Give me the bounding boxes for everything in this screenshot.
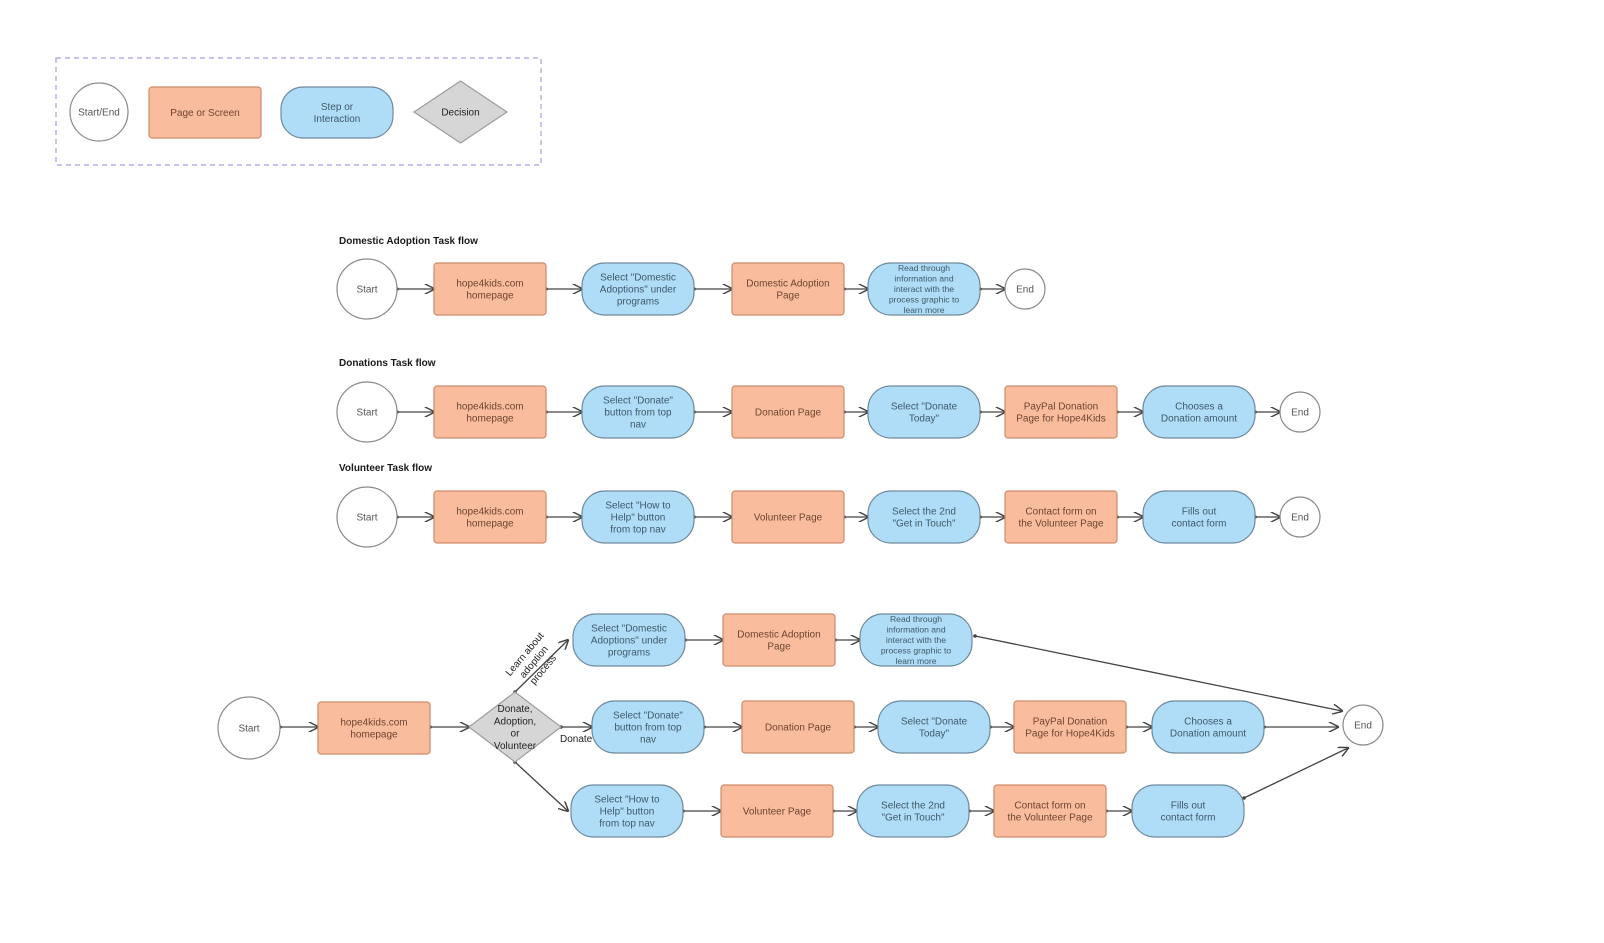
volunteer-node-5-shape [1004, 490, 1118, 544]
adoption-to-end-arrow [974, 635, 1342, 711]
donate-branch-1: Donation Page [765, 723, 832, 734]
domestic-node-0: Start [356, 285, 377, 296]
combined-end-shape [1342, 704, 1384, 746]
volunteer-node-7: End [1291, 513, 1309, 524]
domestic-node-5: End [1016, 285, 1034, 296]
donate-branch-1-shape [741, 700, 855, 754]
branch-label-adoption: Learn aboutadoptionprocess [504, 630, 565, 694]
donations-node-6-shape [1142, 385, 1256, 439]
legend-decision: Decision [441, 108, 479, 119]
domestic-node-1-shape [433, 262, 547, 316]
volunteer-branch-4-shape [1131, 784, 1245, 838]
volunteer-node-4-shape [867, 490, 981, 544]
volunteer-node-3: Volunteer Page [754, 513, 823, 524]
donations-node-5-shape [1004, 385, 1118, 439]
donations-node-7: End [1291, 408, 1309, 419]
branch-arrow-adoption [514, 640, 568, 693]
legend-start-end-shape [69, 82, 129, 142]
donations-node-1-shape [433, 385, 547, 439]
combined-start: Start [238, 724, 259, 735]
volunteer-node-3-shape [731, 490, 845, 544]
donate-branch-4-shape [1151, 700, 1265, 754]
flow-title-domestic: Domestic Adoption Task flow [339, 236, 478, 247]
legend-decision-shape [412, 80, 509, 144]
domestic-node-4-shape [867, 262, 981, 316]
volunteer-node-2-shape [581, 490, 695, 544]
flow-title-donations: Donations Task flow [339, 358, 436, 369]
combined-homepage-shape [317, 701, 431, 755]
donations-node-2-shape [581, 385, 695, 439]
donations-node-0-shape [336, 381, 398, 443]
legend-page: Page or Screen [170, 108, 240, 119]
donations-node-7-shape [1279, 391, 1321, 433]
volunteer-branch-1-shape [720, 784, 834, 838]
volunteer-branch-1: Volunteer Page [743, 807, 812, 818]
domestic-node-0-shape [336, 258, 398, 320]
volunteer-node-6-shape [1142, 490, 1256, 544]
branch-arrow-volunteer [514, 761, 568, 811]
volunteer-node-0-shape [336, 486, 398, 548]
volunteer-node-0: Start [356, 513, 377, 524]
flow-title-volunteer: Volunteer Task flow [339, 463, 432, 474]
legend-start-end: Start/End [78, 108, 120, 119]
donate-branch-0-shape [591, 700, 705, 754]
connector-dot [973, 634, 977, 638]
adoption-branch-2-shape [859, 613, 973, 667]
domestic-node-3-shape [731, 262, 845, 316]
branch-label-donate: Donate [560, 734, 593, 745]
donate-branch-2-shape [877, 700, 991, 754]
volunteer-branch-2: Select the 2nd"Get in Touch" [881, 800, 945, 823]
combined-start-shape [217, 696, 281, 760]
combined-decision-shape [468, 691, 562, 763]
volunteer-node-1-shape [433, 490, 547, 544]
volunteer-to-end-arrow [1243, 748, 1348, 799]
donations-node-3: Donation Page [755, 408, 822, 419]
donations-node-0: Start [356, 408, 377, 419]
donations-node-4-shape [867, 385, 981, 439]
adoption-branch-1-shape [722, 613, 836, 667]
adoption-branch-0-shape [572, 613, 686, 667]
volunteer-node-7-shape [1279, 496, 1321, 538]
volunteer-branch-2-shape [856, 784, 970, 838]
legend-step-shape [280, 86, 394, 139]
donations-node-3-shape [731, 385, 845, 439]
volunteer-node-4: Select the 2nd"Get in Touch" [892, 506, 956, 529]
domestic-node-2-shape [581, 262, 695, 316]
volunteer-branch-0-shape [570, 784, 684, 838]
volunteer-branch-3-shape [993, 784, 1107, 838]
donate-branch-3-shape [1013, 700, 1127, 754]
combined-end: End [1354, 721, 1372, 732]
connector-dot [1242, 796, 1246, 800]
legend-page-shape [148, 86, 262, 139]
domestic-node-5-shape [1004, 268, 1046, 310]
